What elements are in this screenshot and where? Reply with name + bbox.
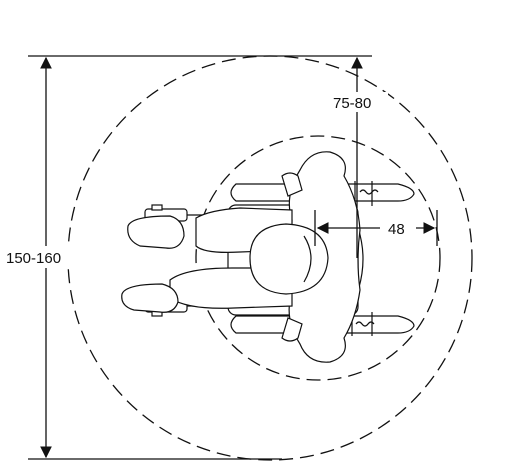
occupant-depth-label-bg [380, 218, 416, 238]
inner-turning-circle [195, 135, 441, 381]
inner-radius-label: 75-80 [333, 95, 371, 112]
occupant [121, 151, 361, 363]
overall-diameter-label-bg [2, 246, 88, 268]
occupant-depth-label: 48 [388, 221, 405, 238]
overall-diameter-label: 150-160 [6, 250, 61, 267]
inner-radius-label-bg [328, 92, 388, 112]
